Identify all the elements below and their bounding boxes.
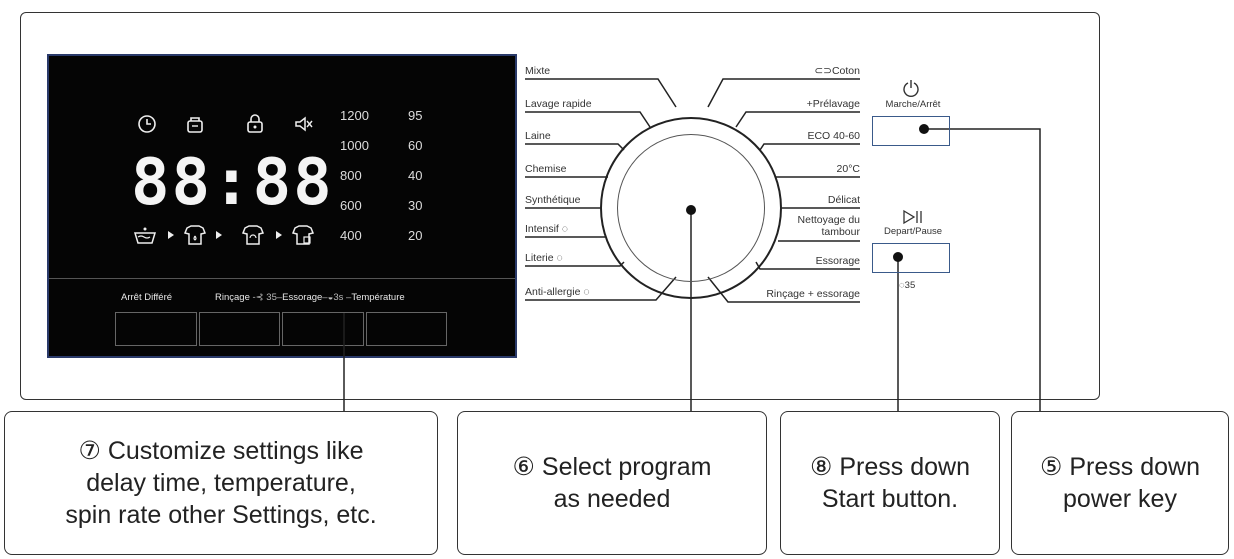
time-icon: ◌ bbox=[583, 286, 590, 298]
arrow-icon bbox=[216, 231, 222, 239]
spin-value: 600 bbox=[340, 198, 362, 213]
spin-icon bbox=[241, 225, 265, 245]
temp-value: 30 bbox=[408, 198, 423, 213]
touch-key-row bbox=[115, 312, 447, 346]
spin-key[interactable] bbox=[282, 312, 364, 346]
temp-value: 95 bbox=[408, 108, 423, 123]
program-mixte: Mixte bbox=[525, 65, 551, 77]
arrow-icon bbox=[168, 231, 174, 239]
phase-icon-row bbox=[133, 224, 315, 246]
delay-label: Arrêt Différé bbox=[121, 292, 173, 303]
power-dot bbox=[919, 124, 929, 134]
play-pause-icon bbox=[903, 209, 922, 225]
program-dial[interactable] bbox=[600, 117, 782, 299]
temp-value: 20 bbox=[408, 228, 423, 243]
program-intensif: Intensif ◌ bbox=[525, 223, 569, 235]
start-pause-button[interactable] bbox=[872, 243, 950, 273]
control-panel bbox=[20, 12, 1100, 400]
time-digits: 88:88 bbox=[131, 146, 334, 220]
spin-value: 1200 bbox=[340, 108, 369, 123]
program-laine: Laine bbox=[525, 130, 551, 142]
time-icon: ◌ bbox=[556, 252, 563, 264]
time-icon: ◌ bbox=[899, 280, 905, 291]
door-lock-icon bbox=[247, 114, 263, 133]
time-icon: ◌ bbox=[561, 223, 569, 235]
spin-icon-small: ◒ bbox=[327, 292, 334, 303]
rinse-icon bbox=[183, 225, 207, 245]
delay-key[interactable] bbox=[115, 312, 197, 346]
temp-value: 40 bbox=[408, 168, 423, 183]
clock-icon bbox=[138, 115, 156, 133]
program-synthetique: Synthétique bbox=[525, 194, 581, 206]
power-label: Marche/Arrêt bbox=[885, 99, 941, 110]
program-delicat: Délicat bbox=[827, 194, 860, 206]
end-icon bbox=[291, 225, 315, 245]
temperature-key[interactable] bbox=[365, 312, 447, 346]
power-icon bbox=[903, 80, 919, 98]
cotton-icon: ⊂⊃ bbox=[814, 65, 832, 77]
program-chemise: Chemise bbox=[525, 163, 567, 175]
spin-value: 800 bbox=[340, 168, 362, 183]
child-lock-icon bbox=[187, 117, 203, 133]
display-divider bbox=[49, 278, 515, 279]
program-essorage: Essorage bbox=[815, 255, 860, 267]
spin-label: Essorage bbox=[282, 292, 323, 303]
wash-icon bbox=[133, 227, 157, 244]
program-dial-inner bbox=[617, 134, 765, 282]
temperature-label: Température bbox=[351, 292, 405, 303]
spin-value: 1000 bbox=[340, 138, 369, 153]
arrow-icon bbox=[276, 231, 282, 239]
lcd-display: 88:88 1200 1000 800 600 400 95 60 40 30 … bbox=[47, 54, 517, 358]
rinse-label: Rinçage -⊰ 35–Essorage–◒3s –Température bbox=[215, 292, 405, 303]
program-coton: ⊂⊃Coton bbox=[814, 65, 860, 77]
start-label: Depart/Pause bbox=[883, 226, 943, 237]
program-rincage-essorage: Rinçage + essorage bbox=[766, 288, 860, 300]
start-sublabel: ◌35 bbox=[899, 280, 916, 291]
program-lavage-rapide: Lavage rapide bbox=[525, 98, 592, 110]
program-anti-allergie: Anti-allergie ◌ bbox=[525, 286, 590, 298]
program-eco: ECO 40-60 bbox=[807, 130, 860, 142]
dial-center-dot bbox=[686, 205, 696, 215]
rinse-key[interactable] bbox=[198, 312, 280, 346]
status-icon-row bbox=[137, 114, 313, 134]
rinse-icon-small: ⊰ bbox=[255, 292, 264, 303]
spin-speed-column: 1200 1000 800 600 400 bbox=[340, 101, 369, 251]
power-button[interactable] bbox=[872, 116, 950, 146]
mute-icon bbox=[295, 116, 313, 132]
temp-value: 60 bbox=[408, 138, 423, 153]
start-dot bbox=[893, 252, 903, 262]
program-literie: Literie ◌ bbox=[525, 252, 563, 264]
spin-value: 400 bbox=[340, 228, 362, 243]
program-20c: 20°C bbox=[836, 163, 860, 175]
temperature-column: 95 60 40 30 20 bbox=[408, 101, 422, 251]
program-prelavage: +Prélavage bbox=[806, 98, 860, 110]
